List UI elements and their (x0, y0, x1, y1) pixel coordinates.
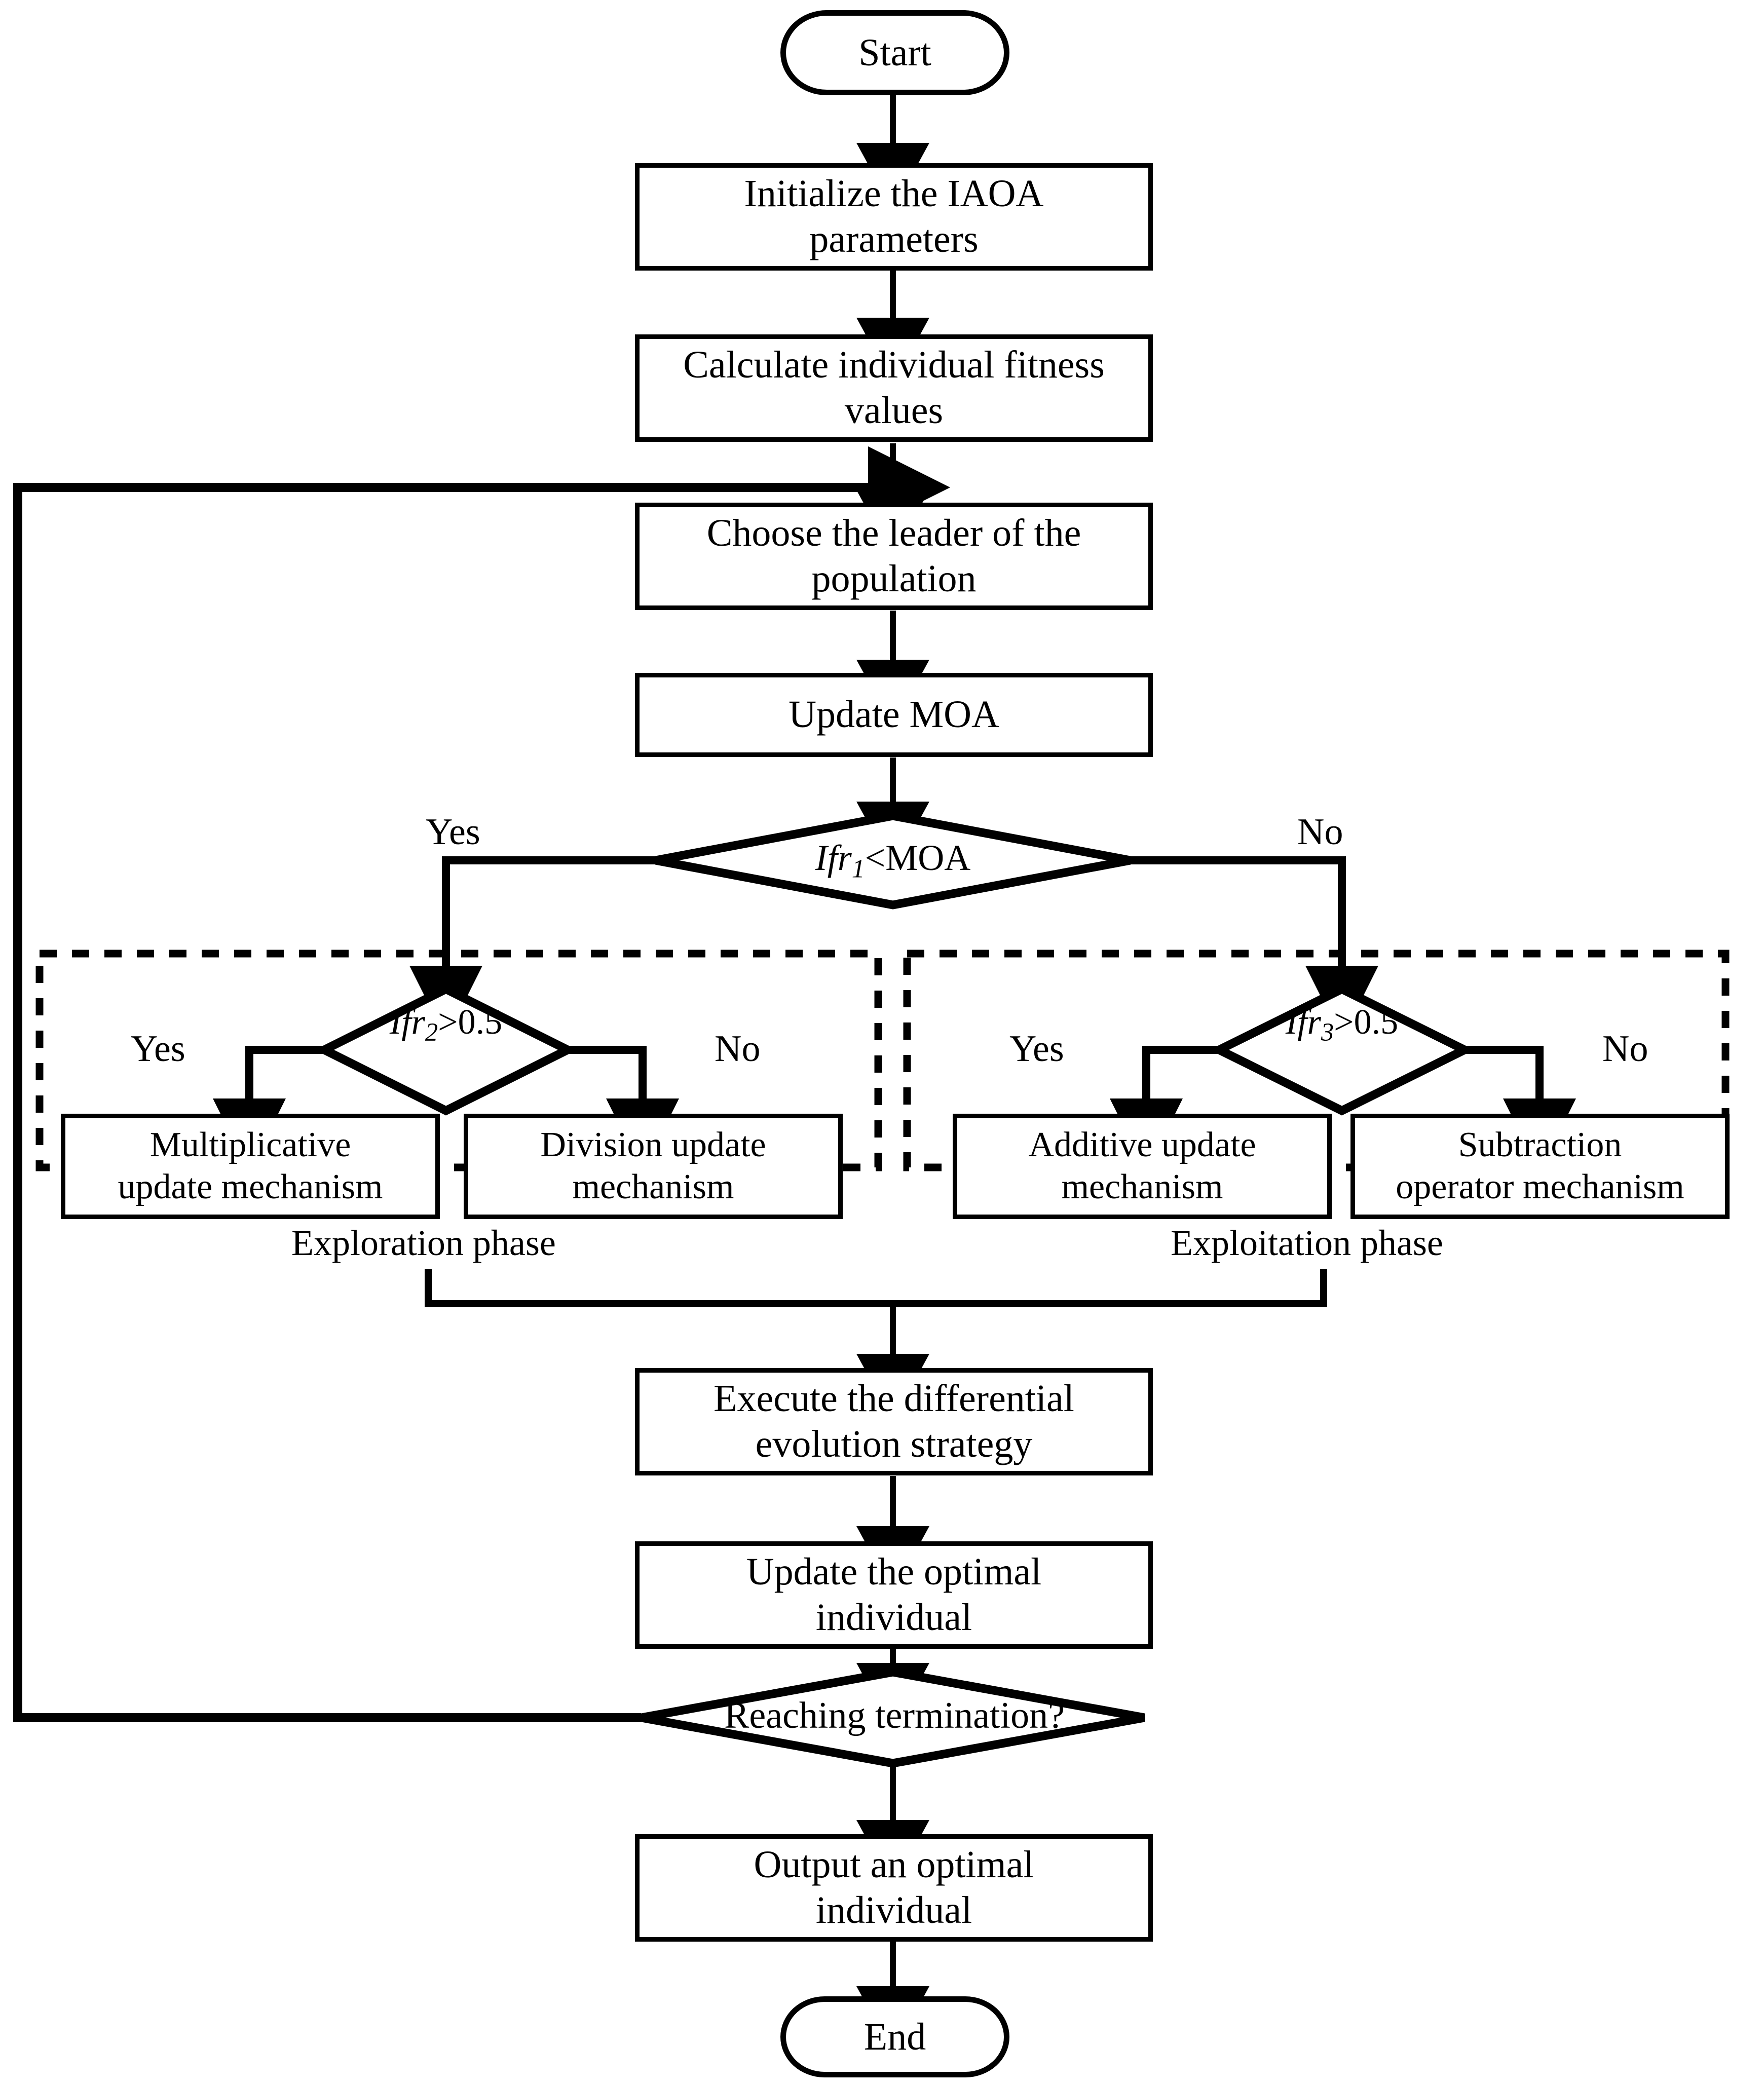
edge-r1-no (1129, 856, 1378, 1039)
edge-label-r2-yes: Yes (131, 1028, 185, 1071)
exploration-phase-label-text: Exploration phase (291, 1223, 556, 1263)
edge-r1-yes (409, 856, 656, 1039)
decision-moa-prefix: If (815, 838, 838, 878)
node-subtraction-line2: operator mechanism (1396, 1167, 1684, 1206)
node-start-label: Start (858, 31, 931, 74)
node-update-moa[interactable]: Update MOA (635, 673, 1153, 757)
exploitation-phase-label: Exploitation phase (1171, 1222, 1443, 1264)
node-division-line1: Division update (540, 1125, 766, 1165)
exploration-phase-label: Exploration phase (291, 1222, 556, 1264)
decision-r3-shape (1209, 984, 1475, 1116)
node-differential-evolution[interactable]: Execute the differential evolution strat… (635, 1368, 1153, 1475)
node-calculate-fitness-line1: Calculate individual fitness (683, 344, 1105, 387)
edge-label-r1-no-text: No (1297, 811, 1343, 853)
node-differential-evolution-line2: evolution strategy (755, 1423, 1033, 1465)
node-subtraction-line1: Subtraction (1458, 1125, 1622, 1165)
node-additive-line1: Additive update (1028, 1125, 1256, 1165)
edge-label-r1-yes: Yes (426, 811, 480, 854)
node-multiplicative-line1: Multiplicative (149, 1125, 351, 1165)
edge-r3-no (1463, 1046, 1576, 1171)
edge-label-r1-no: No (1297, 811, 1343, 854)
edge-label-r2-no: No (715, 1028, 760, 1071)
decision-r3-text[interactable]: Ifr3>0.5 (1230, 1002, 1453, 1047)
node-start[interactable]: Start (780, 10, 1009, 95)
node-end[interactable]: End (780, 1996, 1009, 2077)
edge-label-r1-yes-text: Yes (426, 811, 480, 853)
decision-r3-suffix: >0.5 (1334, 1003, 1399, 1042)
edge-merge-bus (425, 1269, 1327, 1307)
decision-moa-subscript: 1 (851, 854, 865, 884)
node-update-moa-label: Update MOA (789, 693, 999, 736)
decision-moa-suffix: <MOA (865, 838, 971, 878)
edge-feedback-loop (13, 446, 950, 1722)
node-calculate-fitness[interactable]: Calculate individual fitness values (635, 334, 1153, 442)
node-output-optimal-line2: individual (815, 1889, 972, 1931)
decision-r2-prefix: If (389, 1003, 411, 1042)
decision-r2-subscript: 2 (425, 1018, 438, 1047)
edge-r2-yes (213, 1046, 324, 1171)
node-choose-leader-line2: population (811, 557, 977, 600)
decision-moa-shape (655, 811, 1131, 910)
decision-r2-suffix: >0.5 (438, 1003, 503, 1042)
node-division[interactable]: Division update mechanism (464, 1114, 843, 1219)
node-differential-evolution-line1: Execute the differential (714, 1377, 1074, 1420)
decision-r3-subscript: 3 (1321, 1018, 1334, 1047)
node-choose-leader-line1: Choose the leader of the (706, 512, 1081, 555)
node-additive[interactable]: Additive update mechanism (953, 1114, 1332, 1219)
decision-r3-var: r (1307, 1003, 1321, 1042)
node-choose-leader[interactable]: Choose the leader of the population (635, 503, 1153, 610)
node-end-label: End (864, 2015, 926, 2058)
node-multiplicative-line2: update mechanism (118, 1167, 383, 1206)
node-initialize-line1: Initialize the IAOA (744, 172, 1044, 215)
node-update-optimal[interactable]: Update the optimal individual (635, 1541, 1153, 1649)
node-initialize-line2: parameters (809, 218, 979, 260)
edge-label-r3-no-text: No (1602, 1028, 1648, 1070)
decision-termination-label: Reaching termination? (724, 1695, 1065, 1736)
node-calculate-fitness-line2: values (844, 389, 944, 432)
edge-r3-yes (1110, 1046, 1220, 1171)
exploitation-phase-label-text: Exploitation phase (1171, 1223, 1443, 1263)
edge-label-r2-yes-text: Yes (131, 1028, 185, 1070)
node-output-optimal[interactable]: Output an optimal individual (635, 1834, 1153, 1942)
decision-termination-text[interactable]: Reaching termination? (659, 1694, 1130, 1737)
node-update-optimal-line1: Update the optimal (746, 1550, 1042, 1594)
edge-label-r3-yes: Yes (1009, 1028, 1064, 1071)
node-multiplicative[interactable]: Multiplicative update mechanism (61, 1114, 440, 1219)
node-update-optimal-line2: individual (815, 1596, 972, 1639)
edge-label-r3-yes-text: Yes (1009, 1028, 1064, 1070)
decision-moa-var: r (837, 838, 852, 878)
decision-r2-var: r (411, 1003, 425, 1042)
decision-r3-prefix: If (1285, 1003, 1307, 1042)
node-subtraction[interactable]: Subtraction operator mechanism (1350, 1114, 1730, 1219)
node-initialize[interactable]: Initialize the IAOA parameters (635, 163, 1153, 271)
edge-label-r2-no-text: No (715, 1028, 761, 1070)
node-output-optimal-line1: Output an optimal (754, 1843, 1034, 1886)
decision-moa-text[interactable]: Ifr1<MOA (761, 837, 1025, 884)
node-division-line2: mechanism (572, 1167, 734, 1206)
exploration-phase-box (35, 950, 882, 1171)
decision-r2-shape (314, 984, 578, 1116)
edge-r2-no (567, 1046, 679, 1171)
edge-label-r3-no: No (1602, 1028, 1648, 1071)
decision-termination-shape (641, 1668, 1145, 1768)
node-additive-line2: mechanism (1061, 1167, 1223, 1206)
decision-r2-text[interactable]: Ifr2>0.5 (334, 1002, 557, 1047)
